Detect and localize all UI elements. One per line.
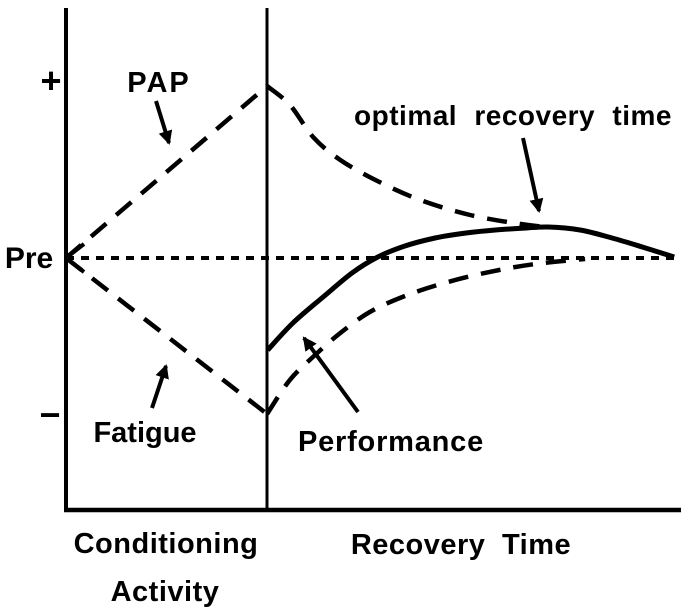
- fatigue-arrow: [150, 364, 169, 409]
- optimal-recovery-time-arrow: [521, 137, 544, 213]
- pap-curve-1: [64, 84, 269, 260]
- pre-baseline-arrowhead: [64, 242, 86, 274]
- fatigue-curve-2: [265, 256, 586, 416]
- pap-curve-2: [265, 84, 548, 230]
- x-axis-conditioning-label-line2: Activity: [111, 576, 220, 608]
- curves-group: [64, 84, 681, 416]
- performance-curve-1: [265, 224, 675, 352]
- fatigue-curve-1: [64, 256, 269, 416]
- x-axis-conditioning-label-line1: Conditioning: [74, 528, 259, 560]
- y-axis-plus-label: +: [40, 60, 61, 101]
- optimal-recovery-time-label: optimal recovery time: [354, 100, 672, 131]
- labels-group: + Pre − PAP Fatigue Performance optimal …: [5, 60, 672, 608]
- y-axis-pre-label: Pre: [5, 242, 53, 275]
- pap-arrow: [154, 100, 173, 145]
- performance-label: Performance: [298, 426, 484, 458]
- y-axis-minus-label: −: [39, 394, 60, 435]
- pap-label: PAP: [127, 67, 190, 99]
- performance-arrow: [302, 336, 360, 414]
- annotation-arrows-group: [150, 100, 544, 414]
- x-axis-recovery-time-label: Recovery Time: [351, 529, 571, 561]
- fatigue-label: Fatigue: [93, 417, 196, 449]
